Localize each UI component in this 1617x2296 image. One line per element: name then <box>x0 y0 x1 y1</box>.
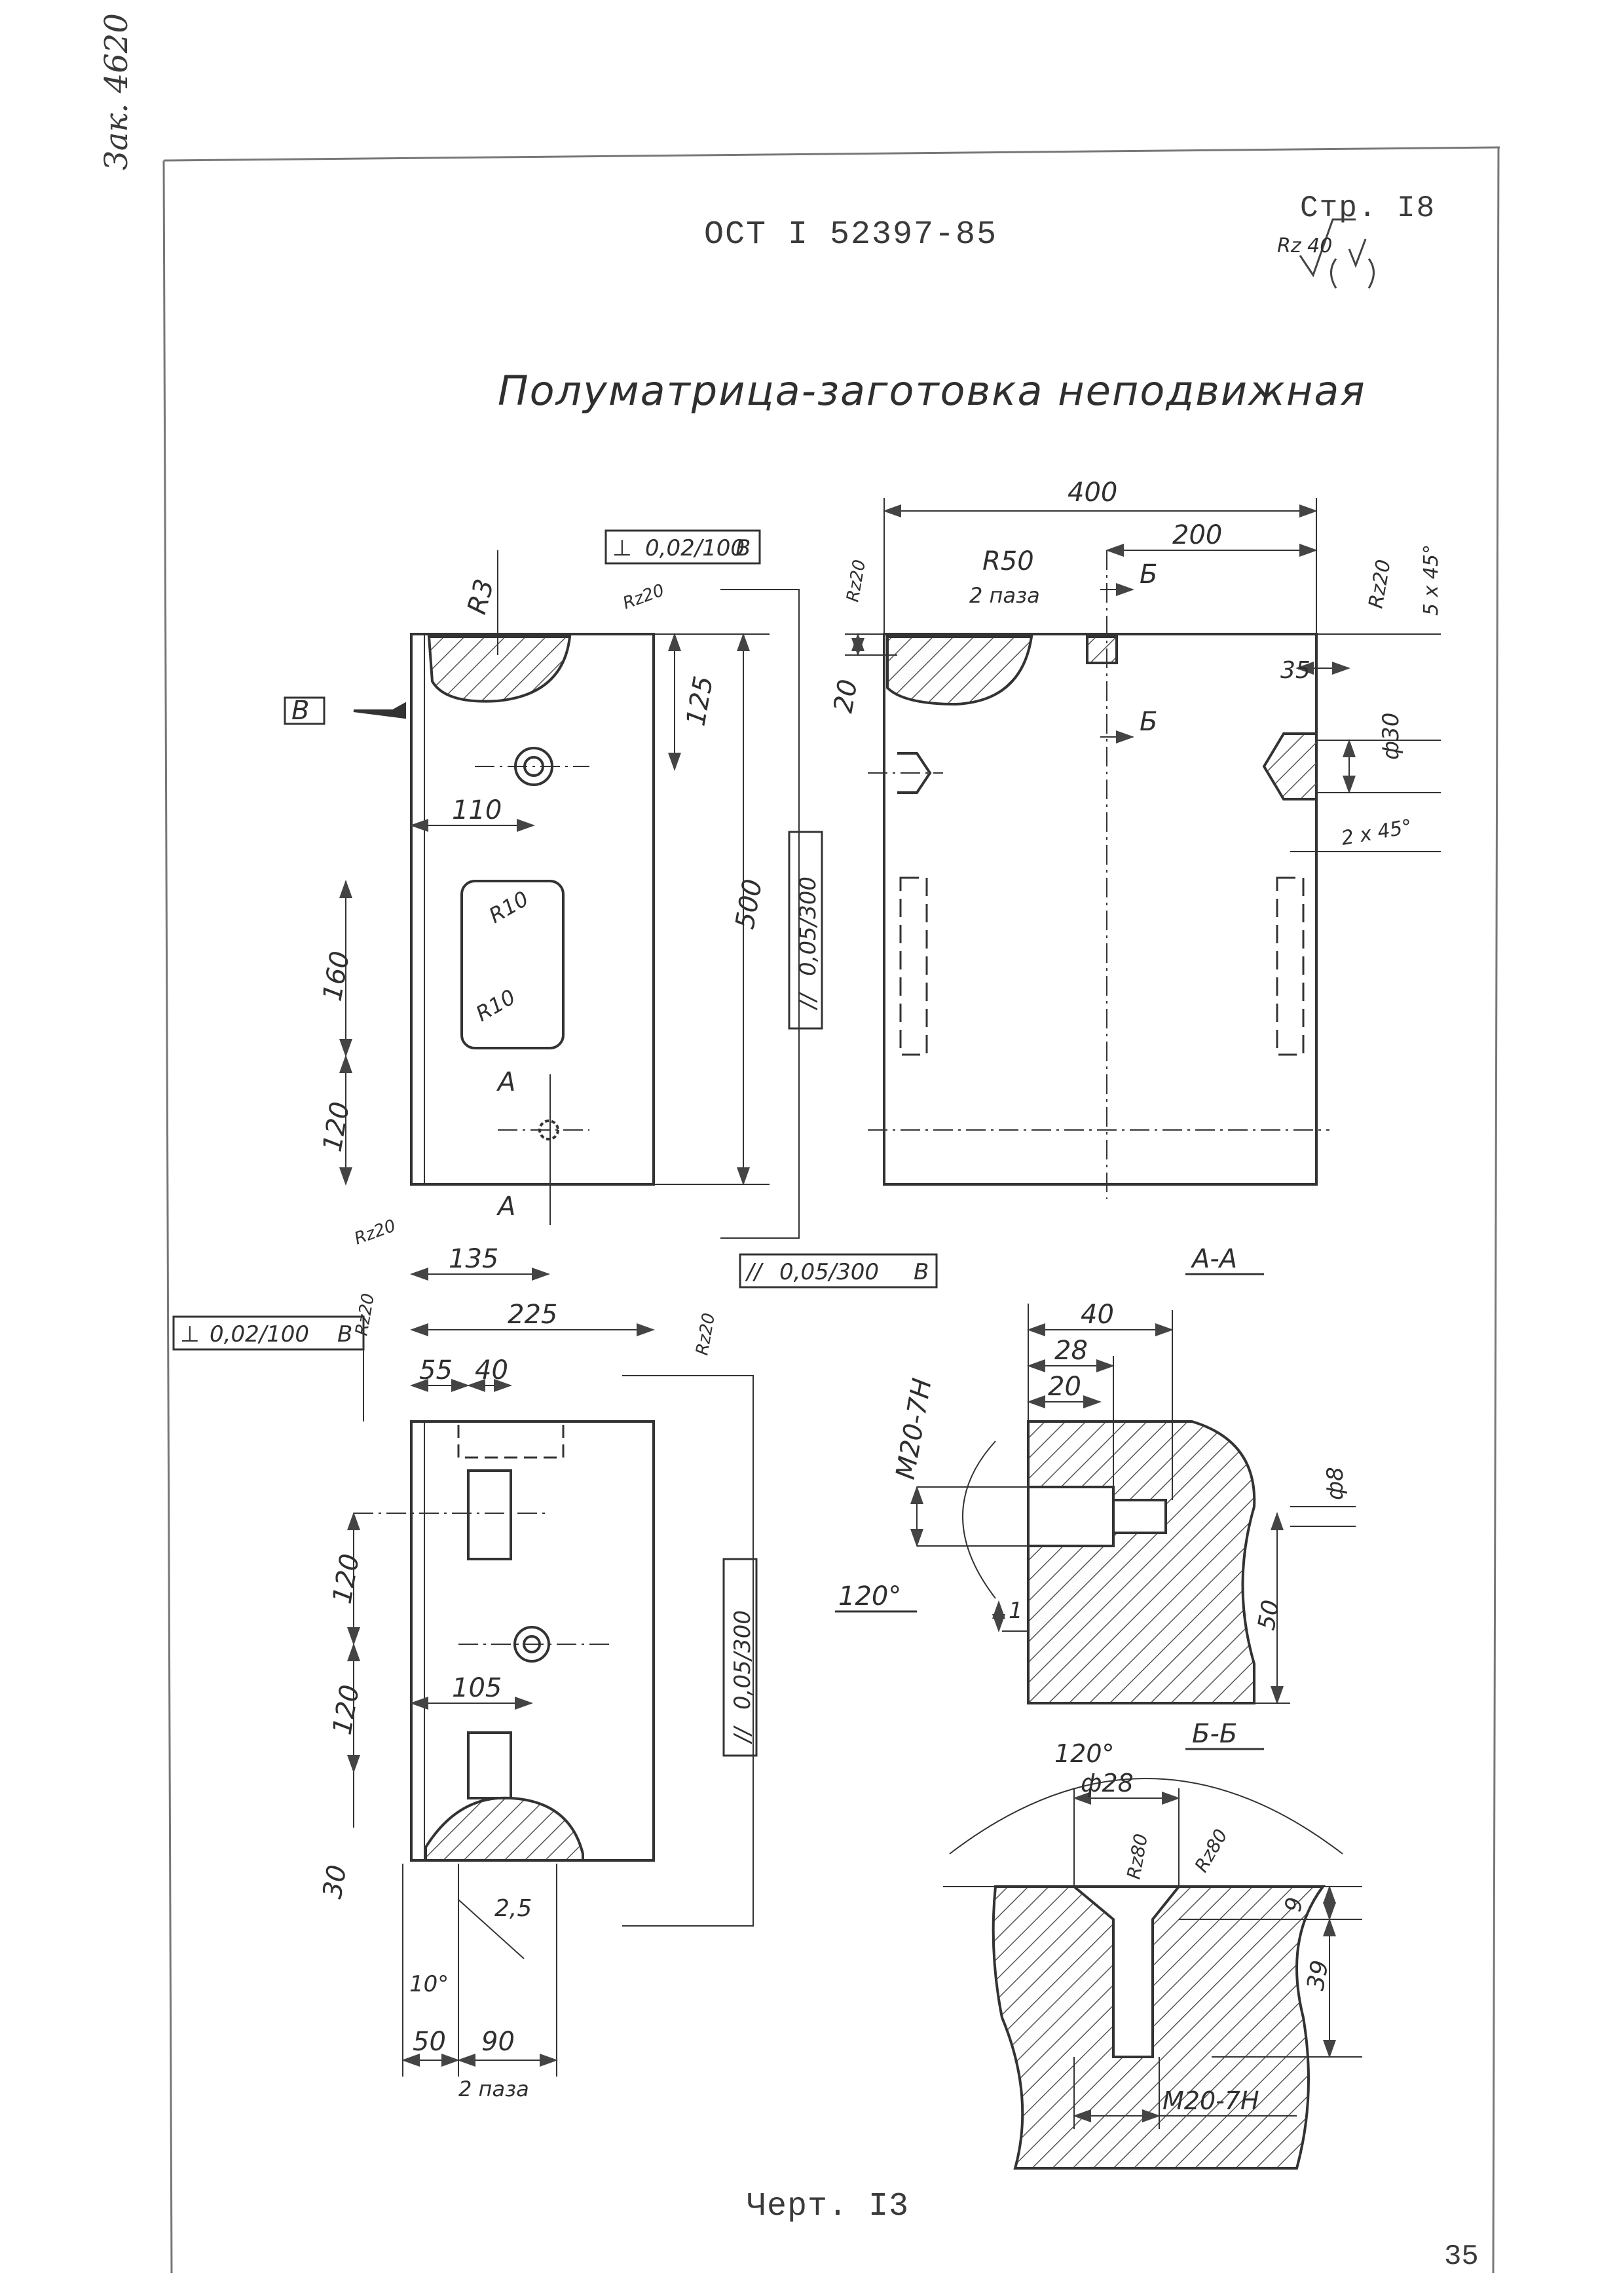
svg-text:Rz20: Rz20 <box>352 1216 398 1249</box>
svg-text:А: А <box>496 1192 515 1222</box>
svg-text:125: 125 <box>681 674 720 728</box>
svg-text:39: 39 <box>1302 1958 1333 1992</box>
svg-text:50: 50 <box>1253 1598 1284 1632</box>
svg-text:1: 1 <box>1009 1598 1023 1624</box>
svg-text://: // <box>745 1259 764 1285</box>
svg-text:Rz20: Rz20 <box>352 1292 379 1337</box>
bottom-view-labels: 55 40 120 120 105 30 2,5 10° 50 90 2 паз… <box>180 1321 756 2101</box>
svg-text:Б: Б <box>1140 707 1157 737</box>
svg-text://: // <box>795 992 821 1011</box>
svg-text:R10: R10 <box>472 985 520 1026</box>
svg-text:ф28: ф28 <box>1081 1769 1134 1797</box>
svg-text:20: 20 <box>1048 1372 1081 1402</box>
svg-text:А: А <box>496 1067 515 1097</box>
svg-text:120: 120 <box>318 1100 356 1154</box>
svg-text:В: В <box>291 696 309 726</box>
svg-text:35: 35 <box>1280 657 1310 684</box>
svg-text:ф8: ф8 <box>1322 1467 1348 1500</box>
svg-text:Rz20: Rz20 <box>843 558 870 603</box>
svg-text:R10: R10 <box>485 886 533 928</box>
svg-text:0,02/100: 0,02/100 <box>210 1321 309 1347</box>
svg-text:120: 120 <box>327 1552 366 1606</box>
svg-text:Б: Б <box>1140 559 1157 590</box>
svg-text:500: 500 <box>730 877 769 932</box>
svg-text:2 паза: 2 паза <box>969 583 1040 608</box>
svg-text:2 паза: 2 паза <box>458 2077 529 2101</box>
svg-text:2,5: 2,5 <box>494 1895 532 1922</box>
front-view-labels: R3 125 500 110 160 120 135 225 R10 R10 А… <box>291 535 929 1357</box>
general-roughness-label: Rz 40 <box>1277 235 1332 257</box>
svg-text:40: 40 <box>1081 1300 1114 1330</box>
svg-text:105: 105 <box>452 1673 502 1703</box>
svg-text:28: 28 <box>1054 1336 1088 1366</box>
svg-text:Rz80: Rz80 <box>1190 1826 1231 1876</box>
section-b-b <box>943 1748 1362 2170</box>
svg-text:Б-Б: Б-Б <box>1192 1719 1237 1749</box>
svg-text:ф30: ф30 <box>1378 713 1404 760</box>
page-number: 35 <box>1444 2240 1479 2273</box>
svg-text:Rz20: Rz20 <box>620 580 667 613</box>
svg-text:В: В <box>914 1259 929 1285</box>
svg-text:M20-7H: M20-7H <box>1162 2086 1259 2115</box>
svg-text:40: 40 <box>475 1355 508 1385</box>
svg-text:135: 135 <box>449 1244 498 1274</box>
svg-text:0,02/100: 0,02/100 <box>645 535 745 561</box>
drawing-title: Полуматрица-заготовка неподвижная <box>498 367 1366 415</box>
svg-text:5 х 45°: 5 х 45° <box>1420 544 1443 616</box>
svg-text:110: 110 <box>452 795 502 825</box>
svg-text:В: В <box>337 1321 352 1347</box>
page-frame <box>162 146 1500 2274</box>
svg-text:120°: 120° <box>838 1581 901 1611</box>
svg-text:Rz20: Rz20 <box>1364 558 1395 611</box>
svg-text:10°: 10° <box>409 1971 449 1997</box>
svg-text:20: 20 <box>828 677 864 715</box>
svg-text:0,05/300: 0,05/300 <box>795 876 821 976</box>
section-a-a <box>835 1273 1356 1704</box>
svg-text:0,05/300: 0,05/300 <box>779 1259 879 1285</box>
svg-text:⊥: ⊥ <box>612 535 632 561</box>
svg-text:R3: R3 <box>462 576 500 617</box>
svg-text:Rz20: Rz20 <box>692 1311 719 1357</box>
side-view <box>845 498 1441 1199</box>
svg-text://: // <box>730 1725 756 1744</box>
svg-text:R50: R50 <box>982 546 1034 576</box>
svg-text:225: 225 <box>508 1300 557 1330</box>
svg-text:2 х 45°: 2 х 45° <box>1339 815 1414 850</box>
svg-text:400: 400 <box>1068 478 1117 508</box>
svg-text:0,05/300: 0,05/300 <box>730 1610 756 1710</box>
svg-text:В: В <box>735 535 751 561</box>
svg-text:M20-7H: M20-7H <box>891 1376 938 1482</box>
svg-text:120°: 120° <box>1054 1739 1115 1768</box>
bottom-view <box>347 1336 758 2077</box>
general-roughness-symbol <box>1299 218 1375 289</box>
standard-number: ОСТ I 52397-85 <box>704 216 998 254</box>
svg-text:А-А: А-А <box>1190 1244 1237 1274</box>
svg-text:55: 55 <box>419 1355 453 1385</box>
svg-text:200: 200 <box>1172 520 1222 550</box>
svg-text:30: 30 <box>318 1863 353 1901</box>
svg-text:Rz80: Rz80 <box>1123 1832 1152 1881</box>
svg-text:90: 90 <box>481 2027 515 2057</box>
drawing-caption: Черт. I3 <box>747 2188 910 2225</box>
page-reference: Стр. I8 <box>1300 191 1436 225</box>
svg-text:50: 50 <box>413 2027 446 2057</box>
svg-text:120: 120 <box>327 1683 366 1737</box>
front-view <box>172 529 938 1351</box>
svg-text:160: 160 <box>318 949 356 1004</box>
svg-text:⊥: ⊥ <box>180 1321 200 1347</box>
